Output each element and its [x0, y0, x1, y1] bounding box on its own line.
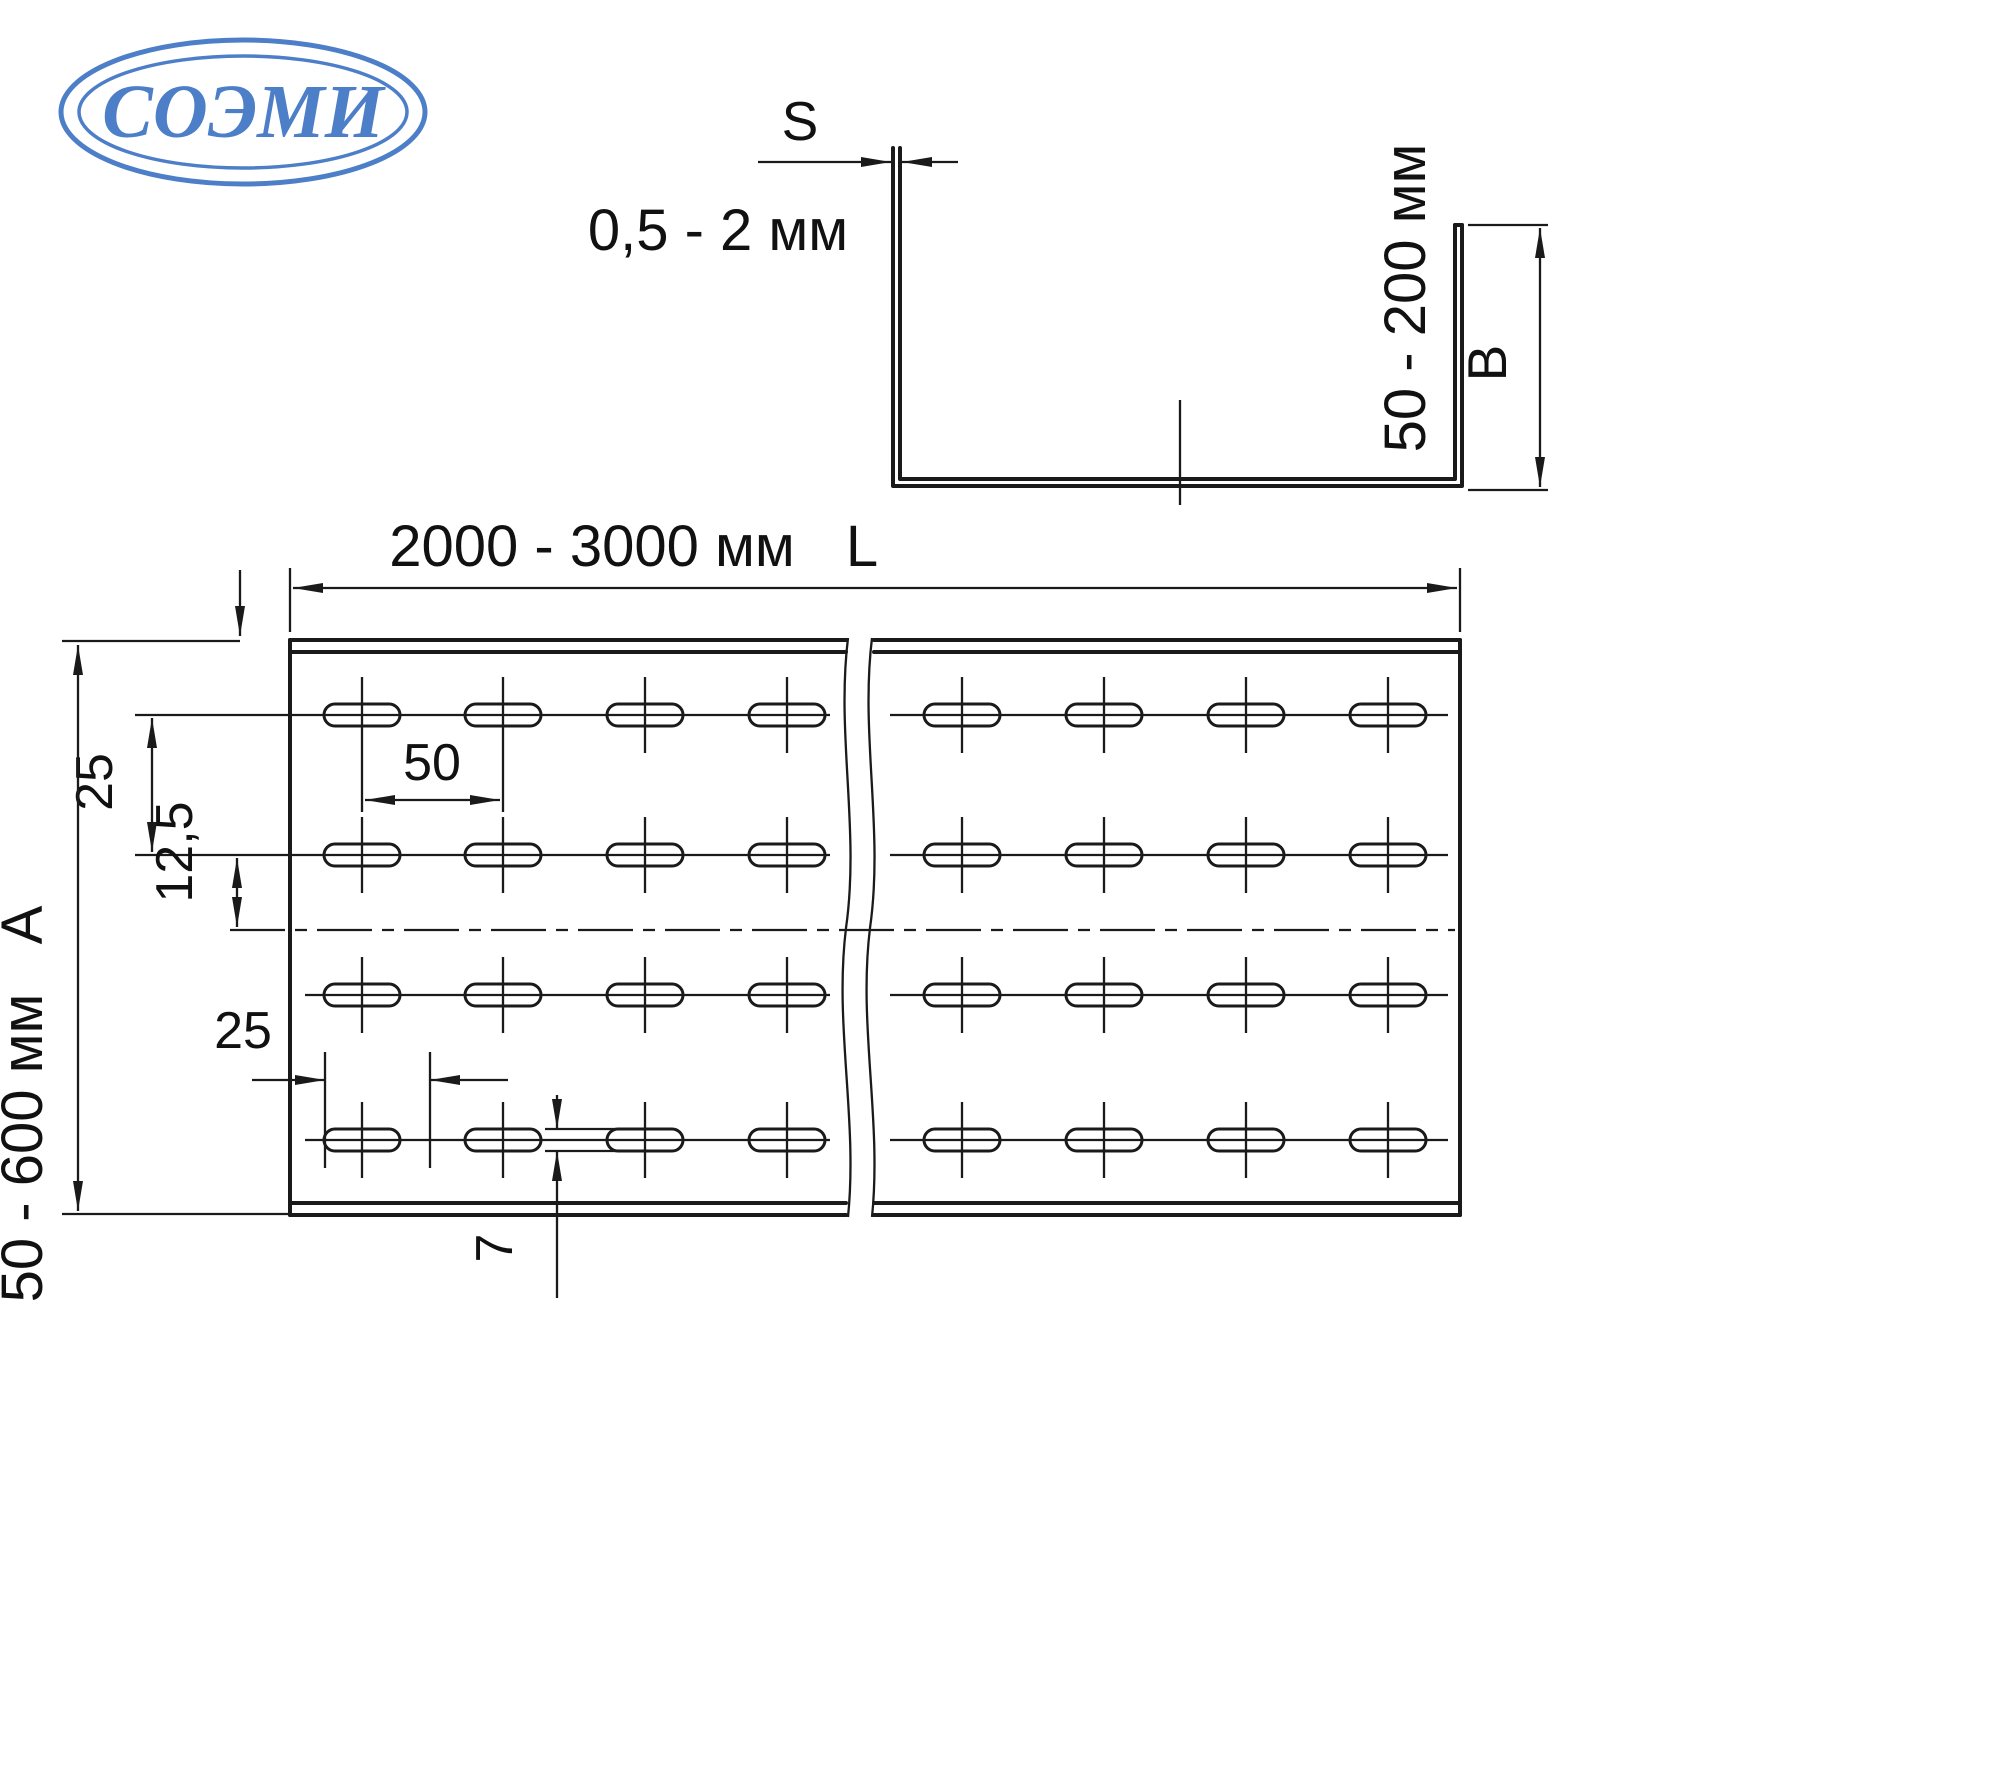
- slot-offset-label: 25: [214, 1002, 272, 1060]
- height-dimension: 50 - 200 мм B: [1373, 144, 1548, 492]
- channel-outer-contour: [891, 146, 1464, 488]
- channel-inner-contour: [898, 146, 1457, 481]
- tray-left-part: [288, 637, 852, 1218]
- logo-outer-ellipse: [58, 37, 428, 187]
- break-line-left: [841, 637, 852, 1218]
- slot-width-dimension: 7: [466, 1095, 618, 1298]
- half-pitch-dimension: 12,5: [146, 801, 242, 927]
- plan-view: 2000 - 3000 мм L 25: [0, 514, 1462, 1303]
- logo: СОЭМИ: [58, 37, 428, 187]
- length-dimension: 2000 - 3000 мм L: [235, 514, 1462, 636]
- row-pitch-label: 25: [66, 753, 124, 811]
- thickness-dimension: S 0,5 - 2 мм: [588, 90, 958, 263]
- width-range-label: 50 - 600 мм: [0, 994, 55, 1303]
- cross-section-view: S 0,5 - 2 мм 50 - 200 мм B: [588, 90, 1548, 505]
- tray-right-part: [865, 637, 1462, 1218]
- height-symbol-label: B: [1456, 345, 1518, 382]
- half-pitch-label: 12,5: [146, 801, 204, 902]
- width-symbol-label: A: [0, 905, 55, 944]
- logo-text: СОЭМИ: [102, 70, 387, 154]
- slot-pitch-dimension: 50: [360, 734, 505, 812]
- thickness-range-label: 0,5 - 2 мм: [588, 198, 848, 263]
- width-dimension: A 50 - 600 мм: [0, 639, 288, 1303]
- break-line-right: [865, 637, 876, 1218]
- logo-inner-ellipse: [77, 54, 409, 170]
- length-range-label: 2000 - 3000 мм: [389, 514, 794, 579]
- slot-width-label: 7: [466, 1234, 524, 1263]
- slot-pattern: [135, 677, 1448, 1178]
- slot-pitch-label: 50: [403, 734, 461, 792]
- height-range-label: 50 - 200 мм: [1373, 144, 1438, 453]
- thickness-symbol-label: S: [782, 90, 819, 152]
- slot-offset-dimension: 25: [214, 1002, 508, 1168]
- length-symbol-label: L: [846, 514, 878, 579]
